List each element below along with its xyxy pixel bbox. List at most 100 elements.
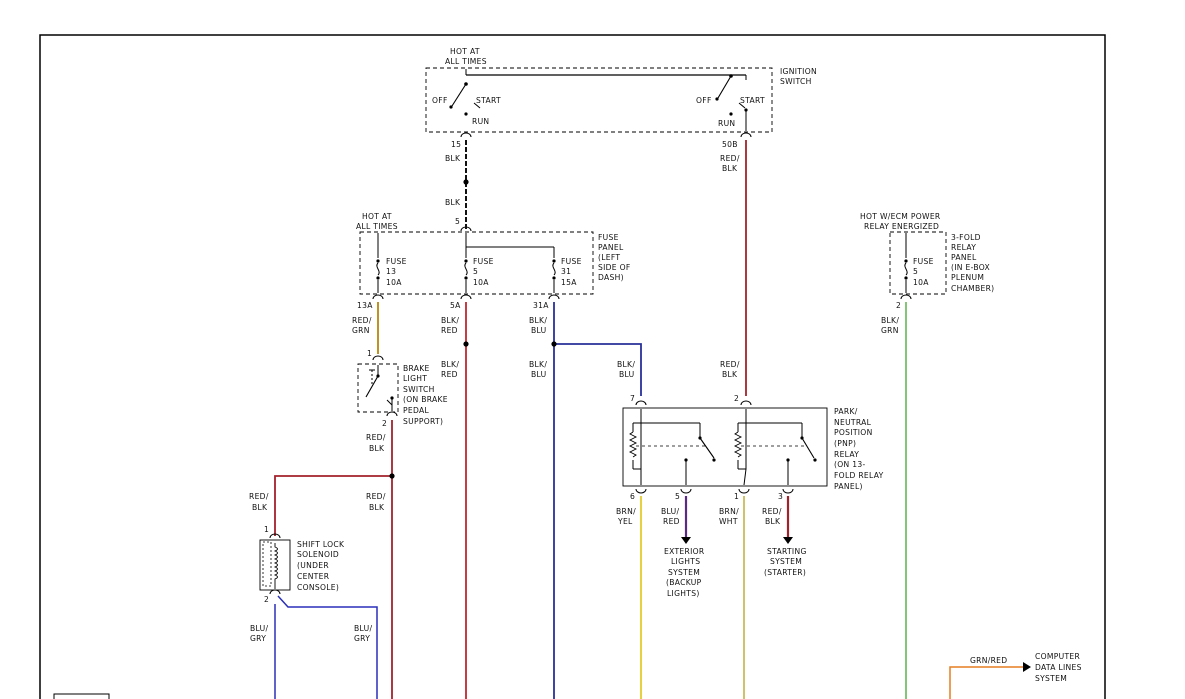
fuse-31: FUSE 31 15A (552, 257, 581, 287)
connector-symbol (738, 488, 750, 494)
pnp-relay-circuit-left (628, 409, 716, 485)
brake-switch-name-4: (ON BRAKE (403, 395, 448, 404)
starting-system-label-2: SYSTEM (770, 557, 802, 566)
pnp-contact (712, 458, 716, 462)
wire-red-blk-label-1: RED/ (249, 492, 269, 501)
fuse-5-pin: 5A (450, 301, 461, 310)
fuse-31-rating: 15A (561, 278, 577, 287)
brake-switch-blade (365, 375, 379, 398)
pnp-relay-circuit-right (733, 409, 817, 486)
arrow-starting-system (783, 537, 793, 544)
brake-switch-name-2: LIGHT (403, 374, 427, 383)
ignition-pin-50b: 50B (722, 140, 738, 149)
wire-blk-blu-label-1: BLK/ (529, 360, 547, 369)
connector-symbol (460, 294, 472, 300)
wire-red-blk-shiftlock (274, 475, 392, 536)
fuse-31-number: 31 (561, 267, 571, 276)
connector-symbol (635, 400, 647, 406)
fuse-13-label: FUSE (386, 257, 407, 266)
fuse-panel-name-4: SIDE OF (598, 263, 631, 272)
wire-blk-blu-branch (554, 343, 642, 396)
pnp-relay-name-3: POSITION (834, 428, 873, 437)
connector-symbol (548, 294, 560, 300)
fuse-13: FUSE 13 10A (376, 257, 406, 287)
fuse-panel-name-3: (LEFT (598, 253, 620, 262)
pnp-contact (813, 458, 817, 462)
relay-panel-name-5: PLENUM (951, 273, 984, 282)
ignition-start-label: START (740, 96, 765, 105)
ignition-run-label: RUN (472, 117, 489, 126)
arrow-computer-data (1023, 662, 1031, 672)
shift-lock-name-5: CONSOLE) (297, 583, 339, 592)
pnp-contact (684, 458, 688, 462)
wire-blu-gry-label-1: BLU/ (250, 624, 269, 633)
wire-blk-grn-label-2: GRN (881, 326, 899, 335)
fuse-panel-name-1: FUSE (598, 233, 619, 242)
brake-switch-pin-2: 2 (382, 419, 387, 428)
ignition-switch-blade (717, 75, 732, 99)
wire-blk-blu-label-2: BLU (531, 370, 547, 379)
relay-fuse-rating: 10A (913, 278, 929, 287)
shift-lock-pin-1: 1 (264, 525, 269, 534)
exterior-lights-label-3: SYSTEM (668, 568, 700, 577)
brake-switch-pin-1: 1 (367, 349, 372, 358)
ignition-off-label: OFF (432, 96, 448, 105)
wire-red-grn-label-2: GRN (352, 326, 370, 335)
ignition-switch-blade (451, 83, 467, 107)
wire-blk-label: BLK (445, 198, 461, 207)
exterior-lights-label-4: (BACKUP (666, 578, 702, 587)
wire-brn-wht-label-2: WHT (719, 517, 738, 526)
wire-red-blk-label-1: RED/ (762, 507, 782, 516)
offpage-box (53, 693, 110, 699)
wire-blk-blu-label-1: BLK/ (617, 360, 635, 369)
brake-switch-name-1: BRAKE (403, 364, 430, 373)
connector-symbol (386, 411, 398, 417)
fuse-5-number: 5 (473, 267, 478, 276)
pnp-switch-blade (699, 437, 715, 459)
wires: BLK BLK RED/ BLK RED/ BLK RED/ GRN BLK/ … (249, 140, 1031, 699)
relay-panel-name-4: (IN E-BOX (951, 263, 990, 272)
pnp-relay-name-5: RELAY (834, 450, 859, 459)
wire-red-blk-label-2: BLK (722, 370, 738, 379)
shift-lock-name-1: SHIFT LOCK (297, 540, 345, 549)
wire-red-blk-label-1: RED/ (366, 433, 386, 442)
relay-panel: HOT W/ECM POWER RELAY ENERGIZED FUSE 5 1… (860, 212, 994, 310)
pnp-relay-name-2: NEUTRAL (834, 418, 872, 427)
fuse-panel-hot-label-2: ALL TIMES (356, 222, 398, 231)
wire-red-grn-label-1: RED/ (352, 316, 372, 325)
pnp-relay-coil (628, 431, 638, 458)
fuse-element (376, 262, 380, 276)
wire-grn-red-label: GRN/RED (970, 656, 1007, 665)
wire-blk-blu-label-2: BLU (531, 326, 547, 335)
pnp-pin-2: 2 (734, 394, 739, 403)
pnp-relay-coil (733, 431, 743, 458)
relay-panel-name-6: CHAMBER) (951, 284, 994, 293)
computer-data-label-3: SYSTEM (1035, 674, 1067, 683)
wire-grn-red (949, 666, 1023, 699)
pnp-pin-3: 3 (778, 492, 783, 501)
wire-red-blk-label-2: BLK (765, 517, 781, 526)
ignition-pin-15: 15 (451, 140, 461, 149)
wire-red-blk-label-1: RED/ (366, 492, 386, 501)
wire-brn-wht-label-1: BRN/ (719, 507, 739, 516)
pnp-relay-name-1: PARK/ (834, 407, 858, 416)
ignition-switch-name-2: SWITCH (780, 77, 812, 86)
wire-blk-red-label-2: RED (441, 370, 458, 379)
fuse-panel-name-5: DASH) (598, 273, 624, 282)
pnp-relay-box (622, 407, 828, 487)
wire-blk-red-label-1: BLK/ (441, 360, 459, 369)
ignition-hot-label-2: ALL TIMES (445, 57, 487, 66)
wire-blu-gry-label-2: GRY (250, 634, 266, 643)
fuse-13-rating: 10A (386, 278, 402, 287)
wire-red-blk-label-1: RED/ (720, 154, 740, 163)
connector-symbol (460, 132, 472, 138)
pnp-relay-name-6: (ON 13- (834, 460, 866, 469)
fuse-5-label: FUSE (473, 257, 494, 266)
fuse-contact (904, 259, 908, 263)
wire-brn-yel-label-2: YEL (617, 517, 633, 526)
connector-symbol (635, 488, 647, 494)
starting-system-label-1: STARTING (767, 547, 807, 556)
pnp-pin-1: 1 (734, 492, 739, 501)
connector-symbol (740, 132, 752, 138)
wire-red-blk-label-2: BLK (252, 503, 268, 512)
